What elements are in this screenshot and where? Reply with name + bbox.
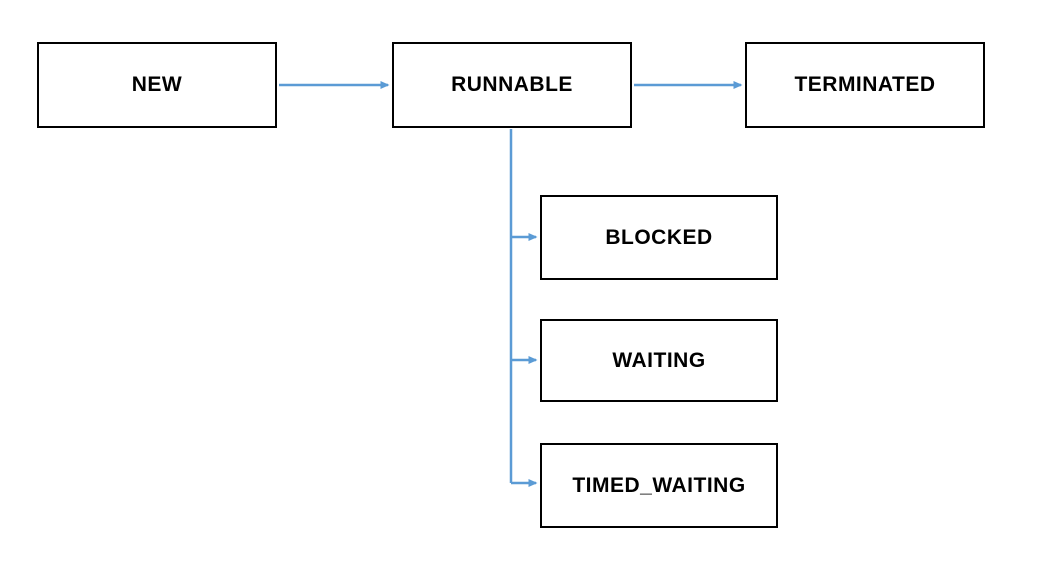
node-terminated-label: TERMINATED: [794, 73, 936, 96]
node-runnable: RUNNABLE: [392, 42, 632, 128]
node-timed-waiting-label: TIMED_WAITING: [572, 473, 746, 497]
node-new: NEW: [37, 42, 277, 128]
node-blocked: BLOCKED: [540, 195, 778, 280]
node-terminated: TERMINATED: [745, 42, 985, 128]
node-waiting-label: WAITING: [612, 348, 706, 372]
node-waiting: WAITING: [540, 319, 778, 402]
node-new-label: NEW: [131, 73, 183, 96]
node-blocked-label: BLOCKED: [605, 225, 713, 249]
node-runnable-label: RUNNABLE: [451, 73, 573, 96]
node-timed-waiting: TIMED_WAITING: [540, 443, 778, 528]
